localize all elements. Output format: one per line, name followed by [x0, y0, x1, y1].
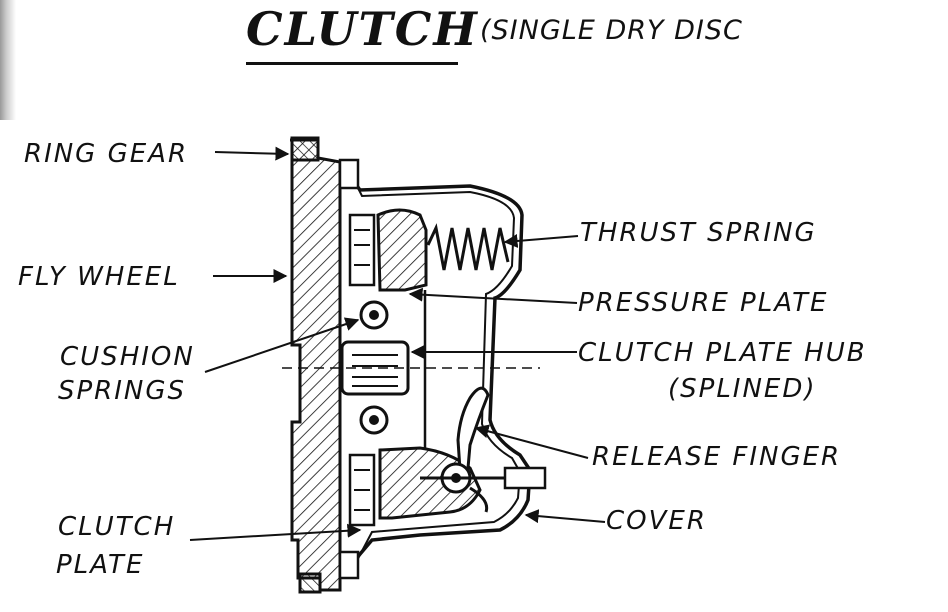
cover-bolt-bottom [338, 550, 360, 580]
leader-cushion [204, 317, 360, 373]
label-clutch-plate-hub: CLUTCH PLATE HUB [578, 338, 867, 368]
pressure-plate-top [376, 208, 428, 292]
leader-ring-gear [214, 146, 290, 161]
diagram-title: CLUTCH [246, 2, 479, 56]
label-ring-gear: RING GEAR [24, 139, 189, 169]
ring-gear-bottom [298, 572, 322, 594]
leader-pressure-plate [408, 287, 578, 304]
label-pressure-plate: PRESSURE PLATE [578, 288, 829, 318]
leader-cover [524, 509, 606, 524]
label-clutch-plate-line2: PLATE [56, 550, 145, 580]
label-clutch-plate-line1: CLUTCH [58, 512, 176, 542]
label-cushion-line2: SPRINGS [58, 376, 187, 406]
thrust-spring [426, 223, 510, 271]
cover-bolt-top [338, 158, 360, 190]
cover [340, 163, 532, 580]
cushion-spring-top [359, 300, 389, 330]
title-underline [246, 62, 458, 65]
ring-gear [290, 136, 320, 162]
label-fly-wheel: FLY WHEEL [18, 262, 180, 292]
flywheel [290, 138, 342, 592]
leader-thrust-spring [503, 233, 579, 248]
leader-clutch-plate [189, 523, 362, 541]
clutch-plate-top [348, 213, 376, 287]
leader-release-finger [474, 424, 589, 459]
label-thrust-spring: THRUST SPRING [580, 218, 817, 248]
label-cushion-line1: CUSHION [60, 342, 195, 372]
cushion-spring-bottom [359, 405, 389, 435]
label-release-finger: RELEASE FINGER [592, 442, 842, 472]
label-cover: COVER [606, 506, 707, 536]
scan-smudge [0, 0, 16, 120]
label-splined: (SPLINED) [668, 374, 817, 404]
diagram-subtitle: (SINGLE DRY DISC [480, 15, 743, 46]
adjusting-nut [503, 466, 547, 490]
